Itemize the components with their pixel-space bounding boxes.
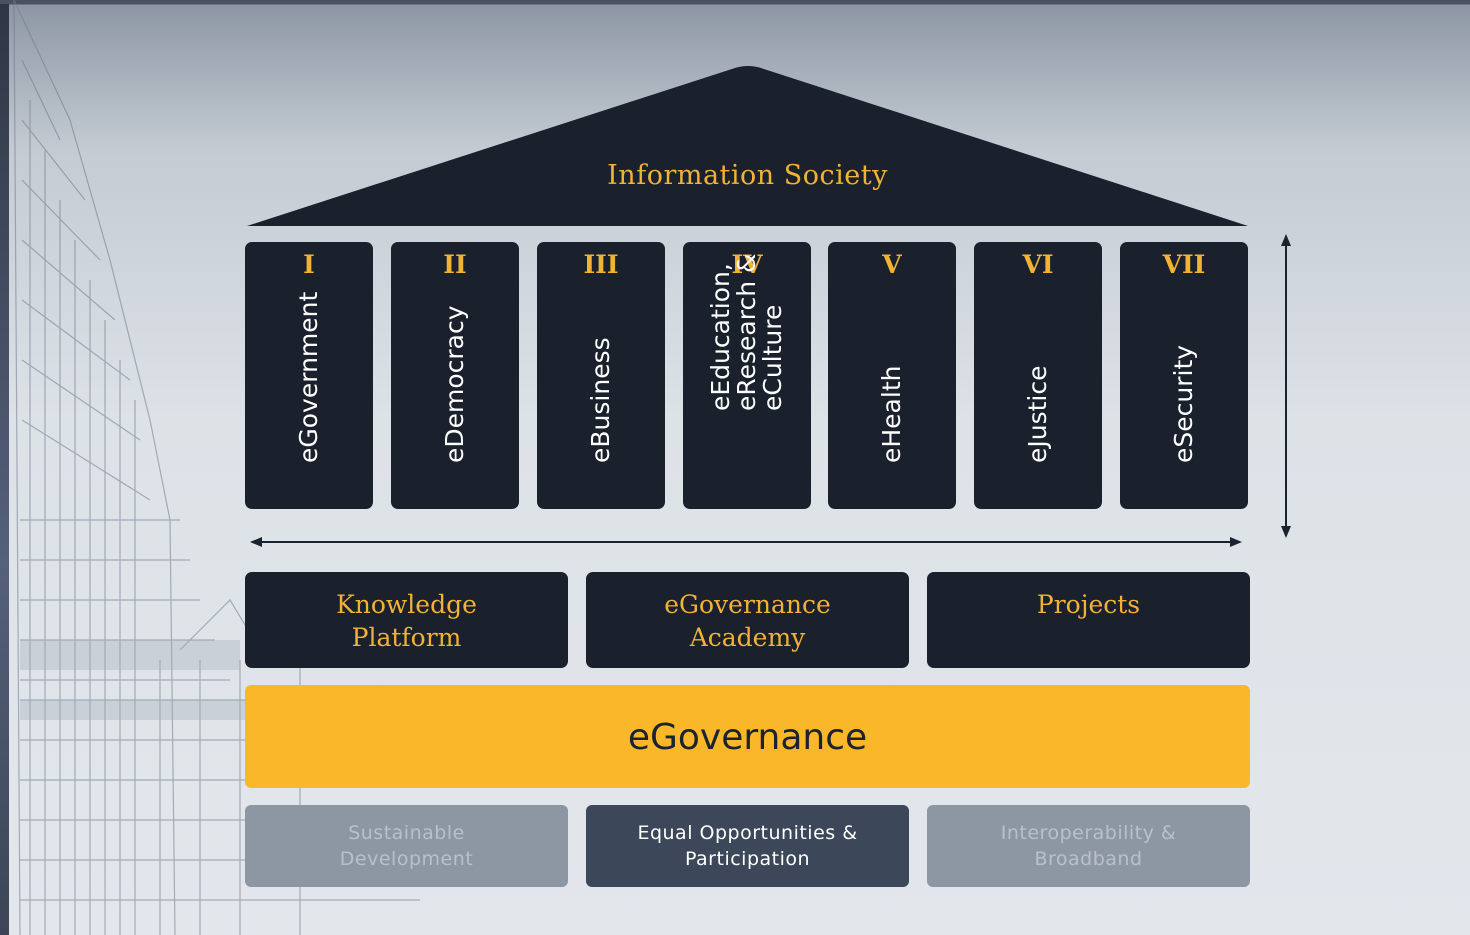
pillar-egovernment: I eGovernment <box>245 242 373 509</box>
pillar-numeral: I <box>303 250 315 279</box>
pillar-numeral: V <box>882 250 902 279</box>
foundation-sustainable-development: Sustainable Development <box>245 805 568 887</box>
pillar-ebusiness: III eBusiness <box>537 242 665 509</box>
block-projects: Projects <box>927 572 1250 668</box>
foundation-label: Sustainable Development <box>339 822 474 870</box>
foundation-label: Equal Opportunities & Participation <box>637 822 858 870</box>
pillar-label: eHealth <box>877 365 906 463</box>
pillar-esecurity: VII eSecurity <box>1120 242 1248 509</box>
pillar-numeral: VI <box>1022 250 1054 279</box>
roof-pediment <box>247 66 1248 226</box>
block-label: Projects <box>1036 590 1141 619</box>
pillar-label: eSecurity <box>1169 344 1198 463</box>
pillar-eeducation: IV eEducation, eResearch & eCulture <box>683 242 811 509</box>
block-knowledge-platform: Knowledge Platform <box>245 572 568 668</box>
foundation-equal-opportunities: Equal Opportunities & Participation <box>586 805 909 887</box>
egovernance-base: eGovernance <box>245 685 1250 788</box>
pillar-edemocracy: II eDemocracy <box>391 242 519 509</box>
left-edge-strip <box>0 4 9 935</box>
pillar-ehealth: V eHealth <box>828 242 956 509</box>
pillar-label: eDemocracy <box>440 305 469 463</box>
egovernance-label: eGovernance <box>627 717 868 758</box>
pillar-numeral: III <box>583 250 619 279</box>
block-label: eGovernance Academy <box>664 590 831 652</box>
foundation-interoperability: Interoperability & Broadband <box>927 805 1250 887</box>
block-label: Knowledge Platform <box>336 590 477 652</box>
pillar-label: eGovernment <box>294 291 323 463</box>
pillar-ejustice: VI eJustice <box>974 242 1102 509</box>
pillar-numeral: IV <box>731 250 763 279</box>
pillar-label: eBusiness <box>586 337 615 463</box>
pillar-label: eEducation, eResearch & eCulture <box>706 253 787 412</box>
block-egovernance-academy: eGovernance Academy <box>586 572 909 668</box>
pillar-numeral: II <box>443 250 467 279</box>
pillar-label: eJustice <box>1023 365 1052 464</box>
pillar-numeral: VII <box>1162 250 1206 279</box>
roof-title: Information Society <box>607 160 888 191</box>
foundation-label: Interoperability & Broadband <box>1000 822 1177 870</box>
